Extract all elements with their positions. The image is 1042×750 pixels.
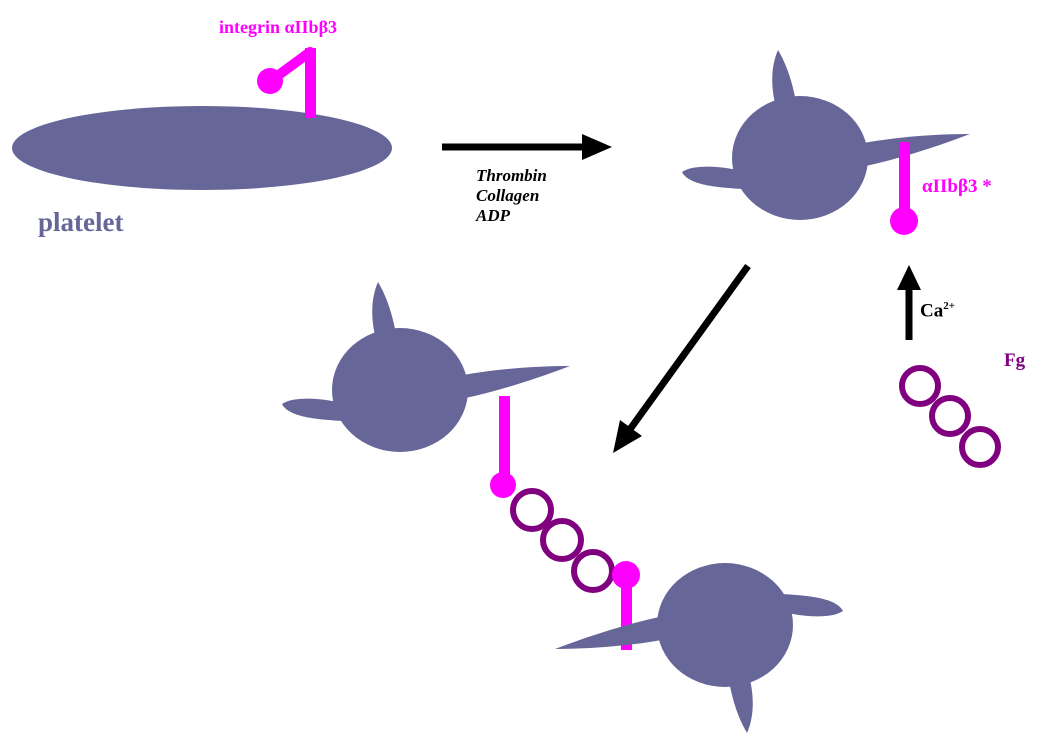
calcium-arrow bbox=[897, 265, 921, 340]
agonist-collagen: Collagen bbox=[476, 186, 547, 206]
aggregation-arrow bbox=[613, 266, 748, 453]
platelet-label: platelet bbox=[38, 207, 123, 238]
resting-platelet bbox=[12, 106, 392, 190]
agonist-thrombin: Thrombin bbox=[476, 166, 547, 186]
aggregate-integrin-upper-icon bbox=[490, 396, 516, 498]
fibrinogen-label: Fg bbox=[1004, 350, 1025, 372]
aggregate-platelet-upper bbox=[282, 282, 570, 452]
calcium-symbol: Ca bbox=[920, 300, 943, 321]
agonist-list: Thrombin Collagen ADP bbox=[476, 166, 547, 226]
resting-integrin-icon bbox=[257, 48, 316, 118]
integrin-label: integrin αIIbβ3 bbox=[219, 17, 337, 38]
activation-arrow bbox=[442, 134, 612, 160]
activated-integrin-label: αIIbβ3 * bbox=[922, 176, 992, 198]
calcium-charge: 2+ bbox=[943, 300, 955, 312]
agonist-adp: ADP bbox=[476, 206, 547, 226]
calcium-label: Ca2+ bbox=[920, 300, 955, 322]
fibrinogen-icon bbox=[902, 368, 998, 465]
bridging-fibrinogen-icon bbox=[513, 491, 612, 590]
